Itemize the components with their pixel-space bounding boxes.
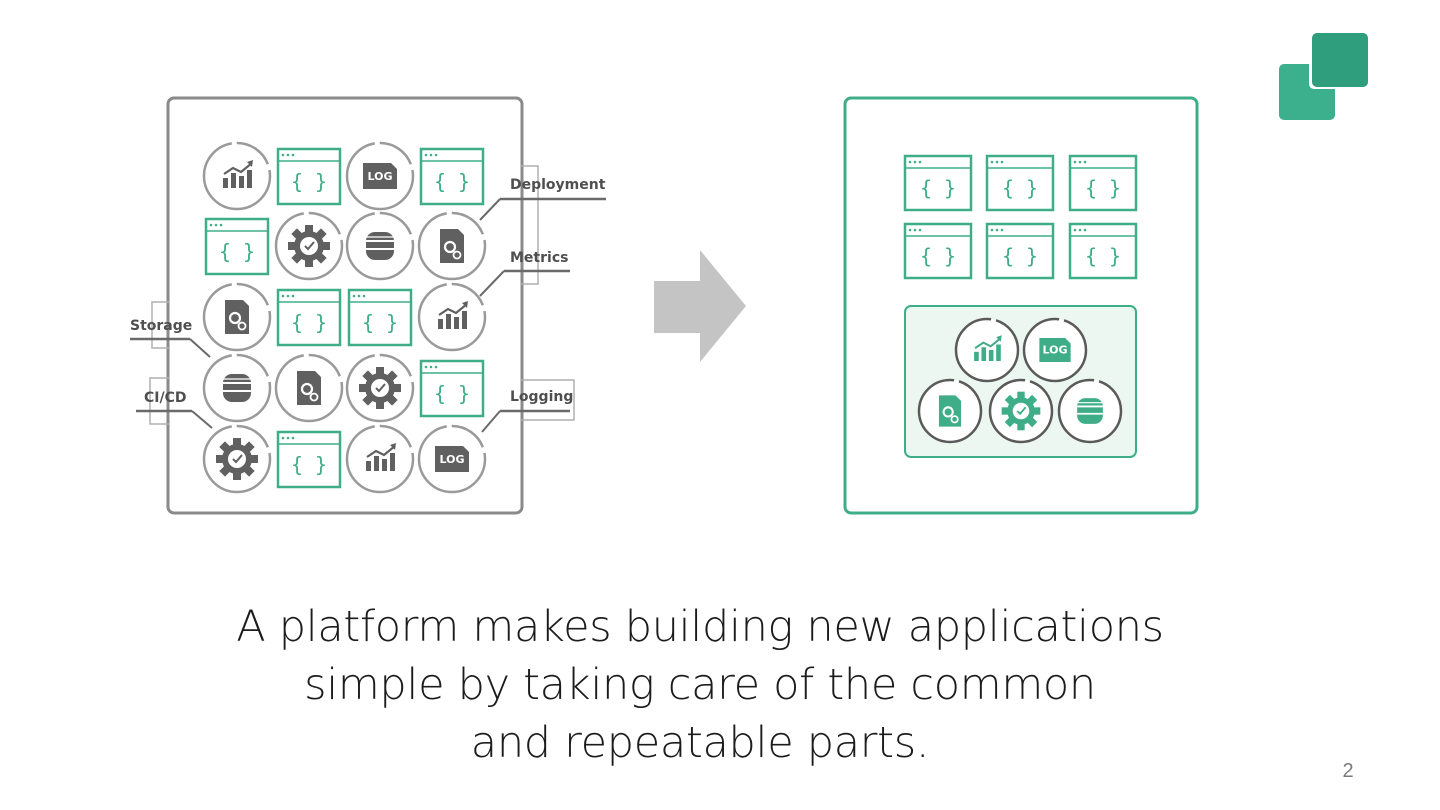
brace-glyph: { } <box>1085 244 1121 268</box>
gear-icon <box>202 424 272 494</box>
app-window-icon: { } <box>276 288 342 347</box>
callout-deployment: Deployment <box>479 177 606 221</box>
app-window-icon: { } <box>985 222 1055 280</box>
log-badge-text: LOG <box>440 453 465 466</box>
database-icon <box>202 353 272 423</box>
caption-line-3: and repeatable parts. <box>470 718 930 768</box>
label-cicd: CI/CD <box>144 390 187 406</box>
app-window-icon: { } <box>419 359 485 418</box>
caption-line-1: A platform makes building new applicatio… <box>236 602 1164 652</box>
label-storage: Storage <box>130 318 192 334</box>
gear-icon <box>988 378 1054 444</box>
config-doc-icon <box>202 282 272 352</box>
label-logging: Logging <box>510 389 573 405</box>
callout-metrics: Metrics <box>479 250 570 297</box>
app-window-icon: { } <box>419 147 485 206</box>
brace-glyph: { } <box>1085 176 1121 200</box>
label-deployment: Deployment <box>510 177 606 193</box>
app-window-icon: { } <box>276 430 342 489</box>
callout-storage: Storage <box>130 318 211 358</box>
brace-glyph: { } <box>291 453 327 477</box>
transition-arrow-icon <box>654 250 746 362</box>
config-doc-icon <box>417 211 487 281</box>
brace-glyph: { } <box>1002 176 1038 200</box>
config-doc-icon <box>274 353 344 423</box>
app-window-icon: { } <box>347 288 413 347</box>
app-window-icon: { } <box>985 154 1055 212</box>
database-icon <box>1057 378 1123 444</box>
caption-line-2: simple by taking care of the common <box>304 660 1096 710</box>
before-tile-grid: { } LOG { } { } { } { } { } { } LOG <box>202 141 487 494</box>
brace-glyph: { } <box>920 176 956 200</box>
chart-icon <box>954 317 1020 383</box>
chart-icon <box>417 282 487 352</box>
app-window-icon: { } <box>204 217 270 276</box>
brace-glyph: { } <box>291 170 327 194</box>
after-app-grid: { } { } { } { } { } { } <box>903 154 1138 280</box>
chart-icon <box>202 141 272 211</box>
brace-glyph: { } <box>434 382 470 406</box>
brace-glyph: { } <box>362 311 398 335</box>
app-window-icon: { } <box>276 147 342 206</box>
config-doc-icon <box>917 378 983 444</box>
app-window-icon: { } <box>1068 154 1138 212</box>
gear-icon <box>274 211 344 281</box>
app-window-icon: { } <box>903 222 973 280</box>
callout-cicd: CI/CD <box>136 390 213 429</box>
callout-logging: Logging <box>481 389 573 433</box>
brace-glyph: { } <box>920 244 956 268</box>
gear-icon <box>345 353 415 423</box>
log-icon: LOG <box>417 424 487 494</box>
log-badge-text: LOG <box>368 170 393 183</box>
page-number: 2 <box>1342 760 1354 782</box>
app-window-icon: { } <box>1068 222 1138 280</box>
database-icon <box>345 211 415 281</box>
platform-services: LOG <box>917 317 1123 444</box>
chart-icon <box>345 424 415 494</box>
app-window-icon: { } <box>903 154 973 212</box>
platform-diagram: { } LOG { } { } { } { } { } { } LOG Deployment M… <box>130 96 1199 515</box>
brace-glyph: { } <box>1002 244 1038 268</box>
log-icon: LOG <box>1022 317 1088 383</box>
brand-logo <box>1279 31 1369 120</box>
log-icon: LOG <box>345 141 415 211</box>
log-badge-text: LOG <box>1043 344 1068 357</box>
brace-glyph: { } <box>434 170 470 194</box>
caption: A platform makes building new applicatio… <box>0 598 1400 772</box>
brace-glyph: { } <box>291 311 327 335</box>
label-metrics: Metrics <box>510 250 568 266</box>
brace-glyph: { } <box>219 240 255 264</box>
